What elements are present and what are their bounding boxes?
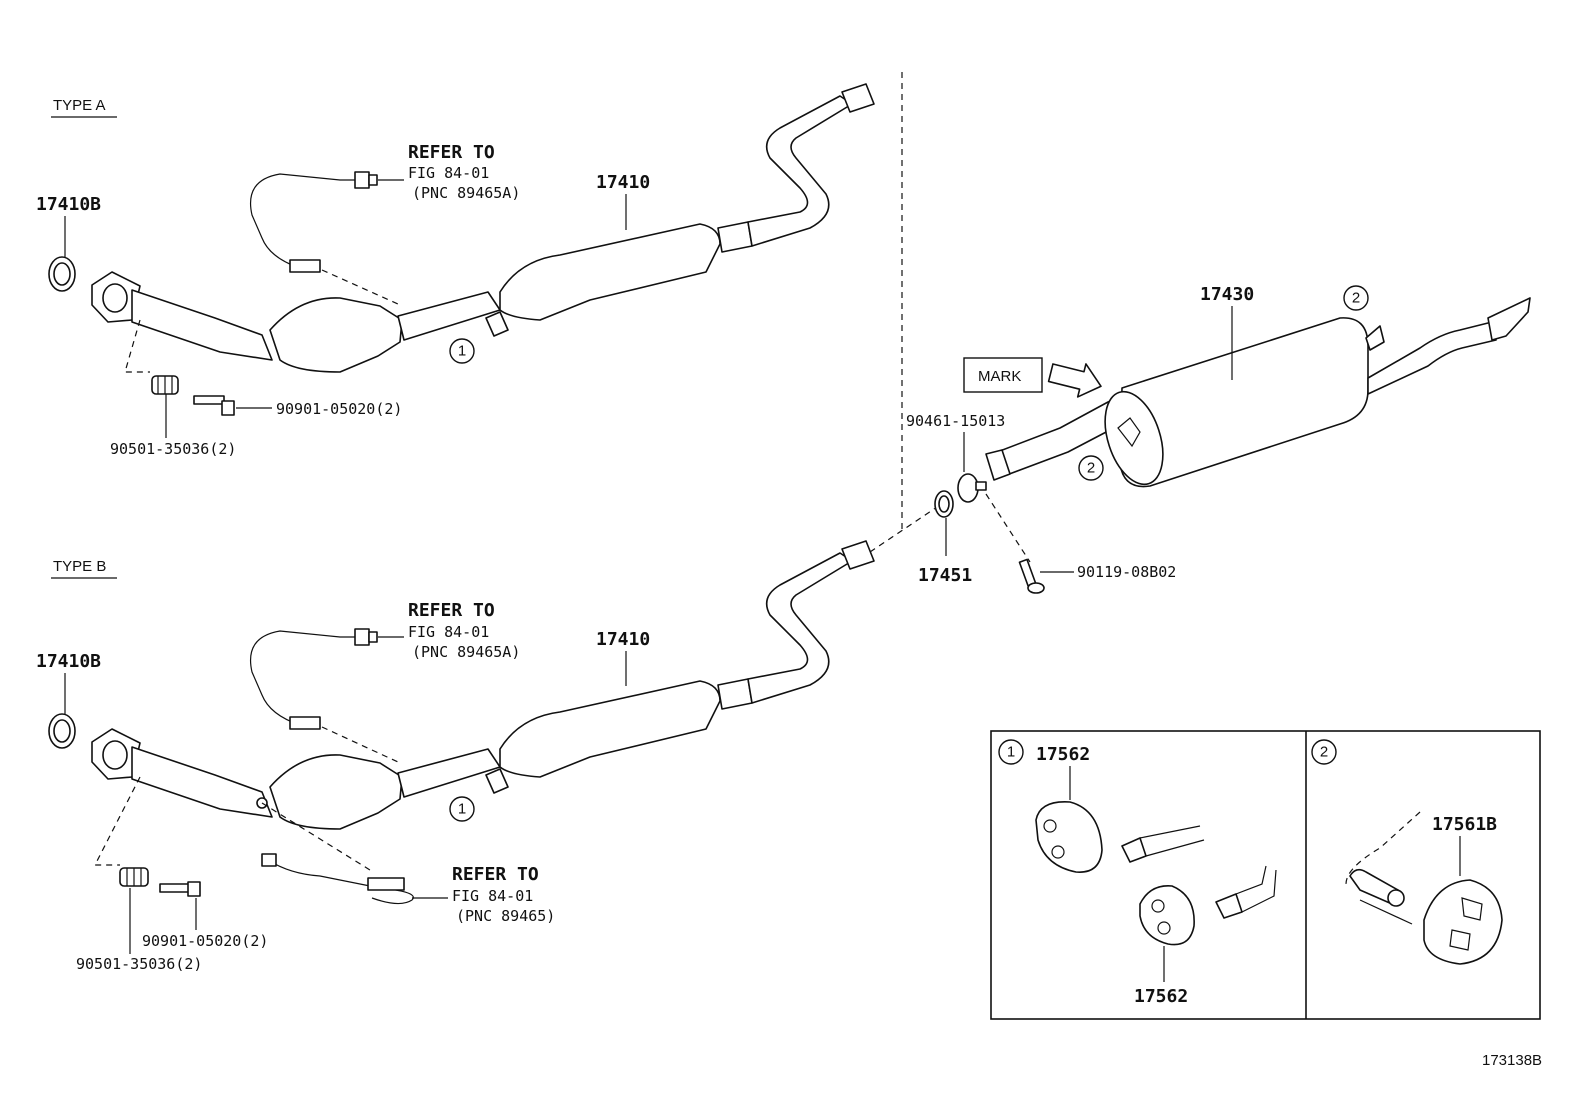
front-pipe-a-part <box>91 83 875 373</box>
spring-a-part <box>151 375 179 395</box>
type-a-assembly: TYPE A 17410B REF <box>36 83 875 458</box>
refer-a1-line3: (PNC 89465A) <box>412 184 520 202</box>
front-pipe-b-label: 17410 <box>596 629 650 650</box>
tail-pipe-assembly: 17430 2 2 MARK 90461-15013 17451 <box>906 284 1531 594</box>
refer-b2-line2: FIG 84-01 <box>452 887 533 905</box>
o2-b1-dash <box>321 726 399 763</box>
refer-b1-line1: REFER TO <box>408 600 495 621</box>
flange-b-dash <box>94 776 141 866</box>
spring-b-label: 90501-35036(2) <box>76 955 202 973</box>
tail-pipe-label: 17430 <box>1200 284 1254 305</box>
detail-marker-2: 2 <box>1311 739 1337 765</box>
connector-b-dash <box>869 504 941 553</box>
type-b-label: TYPE B <box>53 558 106 575</box>
mark-arrow <box>1047 363 1102 398</box>
nut-90461-label: 90461-15013 <box>906 412 1005 430</box>
bolt-90119-part <box>1018 558 1045 594</box>
front-pipe-b-part <box>91 540 875 830</box>
refer-b1-line2: FIG 84-01 <box>408 623 489 641</box>
gasket-front-a-label: 17410B <box>36 194 101 215</box>
spring-a-label: 90501-35036(2) <box>110 440 236 458</box>
tail-pipe-part <box>985 297 1531 488</box>
gasket-front-b-part <box>48 713 76 749</box>
refer-a1-line1: REFER TO <box>408 142 495 163</box>
type-b-assembly: TYPE B 17410B REFER TO <box>36 540 875 973</box>
refer-a1-line2: FIG 84-01 <box>408 164 489 182</box>
bolt-a-part <box>193 395 235 416</box>
o2-sensor-a-part <box>250 171 378 273</box>
hanger-1-label-bottom: 17562 <box>1134 986 1188 1007</box>
gasket-rear-label: 17451 <box>918 565 972 586</box>
marker-2-tail-side: 2 <box>1078 455 1104 481</box>
hanger-2-part <box>1345 811 1503 965</box>
front-pipe-a-label: 17410 <box>596 172 650 193</box>
gasket-front-a-part <box>48 256 76 292</box>
svg-text:1: 1 <box>458 343 466 360</box>
svg-text:2: 2 <box>1087 460 1095 477</box>
bolt-90119-label: 90119-08B02 <box>1077 563 1176 581</box>
o2-sensor-b1-part <box>250 628 378 730</box>
refer-b2-line3: (PNC 89465) <box>456 907 555 925</box>
svg-text:2: 2 <box>1320 744 1328 761</box>
figure-id: 173138B <box>1482 1052 1542 1069</box>
marker-1-a: 1 <box>449 338 475 364</box>
hanger-1-bottom-part <box>1139 865 1277 946</box>
mark-label: MARK <box>978 368 1021 385</box>
flange-a-dash <box>124 319 150 373</box>
mark-box <box>963 357 1043 393</box>
svg-text:1: 1 <box>1007 744 1015 761</box>
marker-2-tail-top: 2 <box>1343 285 1369 311</box>
gasket-rear-part <box>934 490 954 518</box>
refer-b2-line1: REFER TO <box>452 864 539 885</box>
svg-text:1: 1 <box>458 801 466 818</box>
bolt-a-label: 90901-05020(2) <box>276 400 402 418</box>
bolt-90119-dash <box>985 493 1031 563</box>
type-a-label: TYPE A <box>53 97 106 114</box>
hanger-2-label: 17561B <box>1432 814 1497 835</box>
o2-a-dash <box>321 269 399 305</box>
o2-sensor-b2-part <box>261 853 414 905</box>
detail-frame <box>990 730 1541 1020</box>
bolt-b-label: 90901-05020(2) <box>142 932 268 950</box>
hanger-1-top-part <box>1035 801 1205 873</box>
spring-b-part <box>119 867 149 887</box>
nut-90461-part <box>957 473 987 503</box>
hanger-detail-box: 1 17562 17562 2 17561B <box>990 730 1541 1020</box>
svg-text:2: 2 <box>1352 290 1360 307</box>
gasket-front-b-label: 17410B <box>36 651 101 672</box>
hanger-1-label-top: 17562 <box>1036 744 1090 765</box>
marker-1-b: 1 <box>449 796 475 822</box>
bolt-b-part <box>159 881 201 897</box>
refer-b1-line3: (PNC 89465A) <box>412 643 520 661</box>
detail-marker-1: 1 <box>998 739 1024 765</box>
